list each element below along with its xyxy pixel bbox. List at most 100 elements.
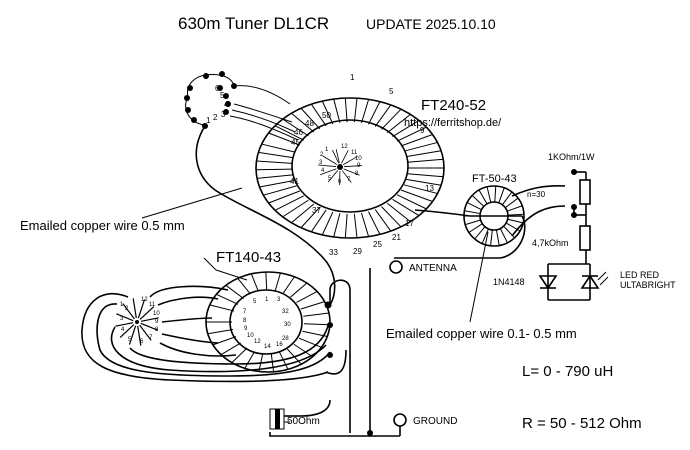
switch-contact [203,73,209,79]
wire-label-1: Emailed copper wire 0.5 mm [20,218,185,233]
winding-turn [256,160,293,164]
winding-turn [343,168,360,176]
winding-turn [293,343,313,358]
winding-turn [407,158,444,163]
winding-turn [499,228,508,244]
winding-turn [263,185,297,196]
ft140-toroid [205,271,331,373]
ft240-inner-9: 9 [357,163,361,169]
ft240-inner-8: 8 [355,171,359,177]
winding-turn [374,209,392,232]
winding-turn [478,189,488,205]
ft240-inner-4: 4 [321,168,325,174]
winding-turn [282,118,309,137]
ft140-sw-6: 6 [140,339,144,345]
switch-contact [185,107,191,113]
switch-tap-1: 1 [206,116,211,125]
winding-turn [115,322,134,327]
winding-turn [400,134,433,147]
winding-turn [256,174,293,179]
winding-turn [265,272,268,291]
antenna-label: ANTENNA [409,263,457,274]
winding-turn [296,291,318,303]
winding-turn [291,203,315,224]
winding-turn [386,113,411,134]
winding-turn [343,165,362,168]
ft140-tap-28: 28 [282,336,289,342]
ft240-inner-switch: 1 2 3 4 5 6 7 8 9 10 11 12 [318,144,362,186]
winding-turn [403,141,438,152]
winding-turn [310,103,327,127]
ft240-inner-12: 12 [341,144,348,150]
winding-turn [310,209,327,233]
winding-turn [140,317,159,322]
winding-turn [321,211,334,236]
winding-turn [279,352,289,370]
winding-turn [318,164,337,167]
winding-turn [261,143,296,153]
winding-turn [274,195,304,211]
winding-turn [274,125,304,141]
winding-turn [468,223,483,233]
winding-turn [333,213,341,238]
title: 630m Tuner DL1CR [178,14,329,33]
switch-contact [223,109,229,115]
switch-contact [184,95,190,101]
led-label-2: ULTABRIGHT [620,280,676,290]
winding-turn [392,198,420,217]
switch-tap-3: 3 [221,110,226,119]
winding-turn [122,303,135,320]
switch-contact [187,85,193,91]
winding-turn [300,206,321,229]
winding-turn [386,202,411,223]
ft140-tap-32: 32 [282,309,289,315]
ft240-tap-1: 1 [350,73,355,82]
ft140-sw-11: 11 [149,302,156,308]
winding-turn [216,293,239,305]
winding-turn [231,347,248,364]
winding-turn [344,213,348,238]
winding-turn [381,108,402,130]
winding-turn [403,184,438,195]
winding-turn [237,278,251,295]
winding-turn [343,155,358,165]
winding-turn [225,284,244,299]
winding-turn [137,325,142,346]
winding-turn [406,178,442,186]
winding-turn [332,149,339,164]
winding-turn [282,199,309,218]
ft50-toroid [463,185,525,247]
winding-turn [282,276,295,294]
ft50-turns: n=30 [527,190,546,199]
ft240-inner-7: 7 [347,177,351,183]
winding-turn [400,189,433,202]
winding-turn [495,229,500,246]
winding-turn [250,273,259,292]
ft240-tap-5: 5 [389,87,394,96]
winding-turn [498,187,505,204]
port-label: 50Ohm [287,416,320,427]
winding-turn [268,132,300,146]
winding-turn [290,282,308,298]
ft240-inner-3: 3 [319,160,323,166]
winding-turn [291,112,315,133]
ft140-tap-7: 7 [243,309,247,315]
ft240-windings [256,98,444,238]
ft140-tap-9: 9 [244,326,248,332]
winding-turn [220,342,242,356]
ft140-switch: 1 2 3 4 5 6 7 8 9 10 11 12 [115,297,160,346]
winding-turn [322,155,338,165]
winding-turn [471,195,485,207]
winding-turn [344,98,348,123]
ft240-url: https://ferritshop.de/ [404,117,502,129]
winding-turn [353,98,358,123]
winding-turn [244,351,255,369]
winding-turn [368,101,381,125]
ft140-sw-8: 8 [155,327,159,333]
winding-turn [274,272,281,291]
ft240-tap-25: 25 [373,240,382,249]
winding-turn [464,210,481,215]
ft140-tap-3: 3 [277,297,281,303]
ft140-sw-5: 5 [128,337,132,343]
